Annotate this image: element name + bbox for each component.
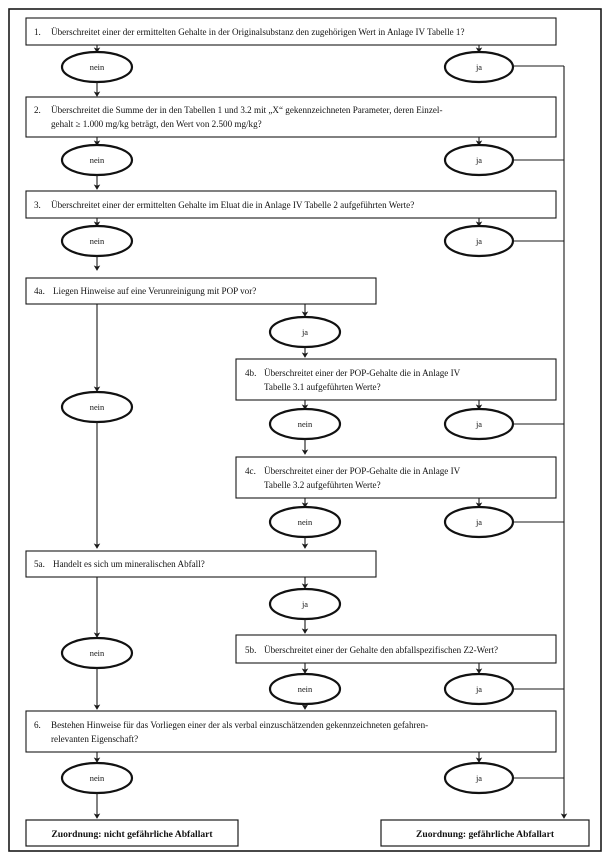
question-3-line-1: Überschreitet einer der ermittelten Geha… bbox=[51, 200, 414, 210]
decision-1-no-label: nein bbox=[90, 63, 105, 72]
question-4c-line-1: Überschreitet einer der POP-Gehalte die … bbox=[264, 466, 461, 476]
question-4c-number: 4c. bbox=[245, 466, 256, 476]
decision-2-yes-label: ja bbox=[475, 156, 482, 165]
outer-frame bbox=[8, 8, 602, 852]
question-4a-line-1: Liegen Hinweise auf eine Verunreinigung … bbox=[53, 286, 256, 296]
decision-4a-no-label: nein bbox=[90, 403, 105, 412]
result-box-not-hazardous[interactable] bbox=[25, 819, 239, 847]
question-5a-line-1: Handelt es sich um mineralischen Abfall? bbox=[53, 559, 205, 569]
decision-1-yes[interactable] bbox=[443, 50, 515, 84]
question-3-number: 3. bbox=[34, 200, 41, 210]
question-box-2[interactable] bbox=[25, 96, 557, 138]
decision-3-yes-label: ja bbox=[475, 237, 482, 246]
question-box-4b[interactable] bbox=[235, 358, 557, 401]
decision-6-yes-label: ja bbox=[475, 774, 482, 783]
question-6-line-1: Bestehen Hinweise für das Vorliegen eine… bbox=[51, 720, 428, 730]
question-5b-line-1: Überschreitet einer der Gehalte den abfa… bbox=[264, 645, 498, 655]
decision-6-no-label: nein bbox=[90, 774, 105, 783]
question-box-3[interactable] bbox=[25, 190, 557, 219]
question-6-line-2: relevanten Eigenschaft? bbox=[51, 734, 138, 744]
decision-4b-no-label: nein bbox=[298, 420, 313, 429]
question-box-5a[interactable] bbox=[25, 550, 377, 578]
question-box-4c[interactable] bbox=[235, 456, 557, 499]
result-not-hazardous-label: Zuordnung: nicht gefährliche Abfallart bbox=[51, 829, 213, 840]
decision-3-no-label: nein bbox=[90, 237, 105, 246]
question-box-1[interactable] bbox=[25, 17, 557, 46]
question-5a-number: 5a. bbox=[34, 559, 45, 569]
question-5b-number: 5b. bbox=[245, 645, 256, 655]
question-box-4a[interactable] bbox=[25, 277, 377, 305]
question-4b-number: 4b. bbox=[245, 368, 256, 378]
question-4a-number: 4a. bbox=[34, 286, 45, 296]
question-6-number: 6. bbox=[34, 720, 41, 730]
question-box-5b[interactable] bbox=[235, 634, 557, 664]
question-1-number: 1. bbox=[34, 27, 41, 37]
question-box-6[interactable] bbox=[25, 710, 557, 753]
decision-4a-yes-label: ja bbox=[301, 328, 308, 337]
decision-1-yes-label: ja bbox=[475, 63, 482, 72]
question-4c-line-2: Tabelle 3.2 aufgeführten Werte? bbox=[264, 480, 381, 490]
decision-4b-yes-label: ja bbox=[475, 420, 482, 429]
decision-2-no-label: nein bbox=[90, 156, 105, 165]
result-hazardous-label: Zuordnung: gefährliche Abfallart bbox=[416, 829, 555, 840]
question-4b-line-1: Überschreitet einer der POP-Gehalte die … bbox=[264, 368, 461, 378]
question-1-line-1: Überschreitet einer der ermittelten Geha… bbox=[51, 27, 465, 37]
decision-5a-no-label: nein bbox=[90, 649, 105, 658]
decision-5b-no-label: nein bbox=[298, 685, 313, 694]
question-2-line-2: gehalt ≥ 1.000 mg/kg beträgt, den Wert v… bbox=[51, 119, 262, 129]
result-box-hazardous[interactable] bbox=[380, 819, 590, 847]
question-2-number: 2. bbox=[34, 105, 41, 115]
question-4b-line-2: Tabelle 3.1 aufgeführten Werte? bbox=[264, 382, 381, 392]
decision-5a-yes-label: ja bbox=[301, 600, 308, 609]
question-2-line-1: Überschreitet die Summe der in den Tabel… bbox=[51, 105, 442, 115]
decision-4c-yes-label: ja bbox=[475, 518, 482, 527]
decision-4c-no-label: nein bbox=[298, 518, 313, 527]
decision-5b-yes-label: ja bbox=[475, 685, 482, 694]
